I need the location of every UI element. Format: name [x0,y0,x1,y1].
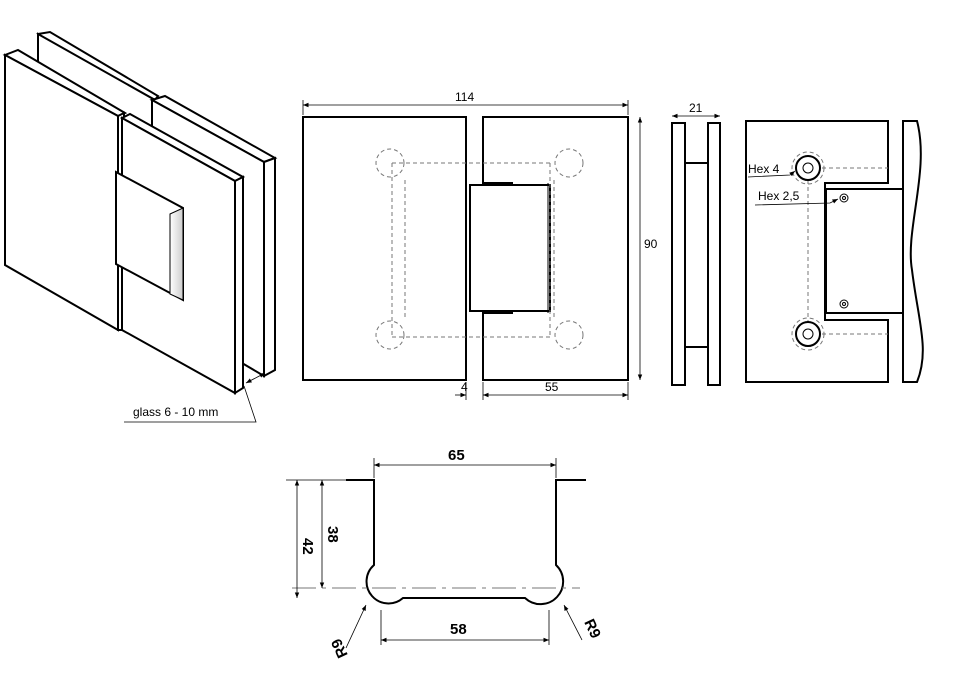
glass-thickness-label: glass 6 - 10 mm [133,405,218,419]
radius-left-label: R9 [328,636,352,661]
bottom-width-label: 58 [450,621,467,638]
front-view: 114 90 4 55 [302,90,658,400]
hex-4-label: Hex 4 [748,162,780,176]
cutout-view: 65 42 38 58 R9 R9 [286,447,604,660]
radius-right-label: R9 [580,617,604,642]
inner-height-label: 38 [324,526,341,543]
cutout-width-label: 65 [448,447,465,464]
hex-2-5-label: Hex 2,5 [758,189,800,203]
outer-height-label: 42 [299,538,316,555]
isometric-view: glass 6 - 10 mm [2,30,278,423]
mount-view: Hex 4 Hex 2,5 [745,120,924,383]
thickness-dimension-label: 21 [689,101,703,115]
plate-width-dimension-label: 55 [545,380,559,394]
side-view: 21 [671,101,721,386]
gap-dimension-label: 4 [461,380,468,394]
height-dimension-label: 90 [644,237,658,251]
width-dimension-label: 114 [455,90,474,104]
